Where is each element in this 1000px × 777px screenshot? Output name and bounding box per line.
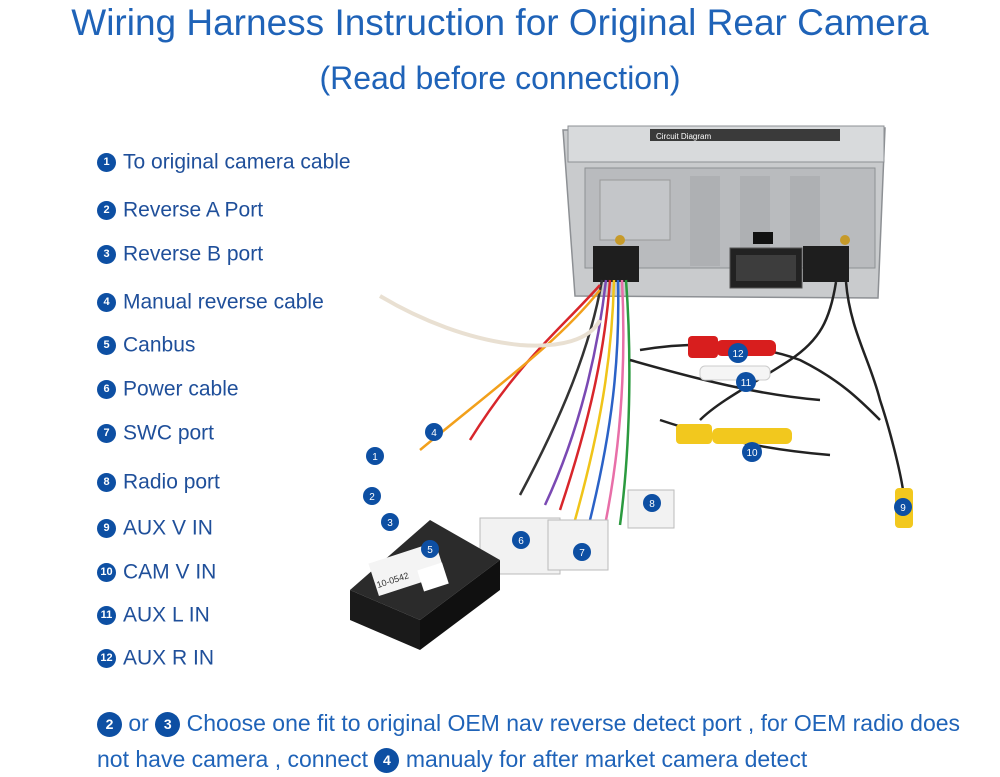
number-badge: 8: [97, 472, 116, 492]
canbus-box: 10-0542: [350, 520, 500, 650]
note-text: Choose one fit to original OEM nav rever…: [97, 710, 961, 772]
note-or: or: [128, 710, 149, 736]
number-badge: 3: [97, 244, 116, 264]
note-badge: 3: [155, 712, 181, 738]
marker-3: 3: [381, 513, 399, 531]
svg-text:8: 8: [649, 499, 655, 510]
marker-7: 7: [573, 543, 591, 561]
head-unit: Circuit Diagram: [562, 125, 886, 299]
legend-item: 4 Manual reverse cable: [97, 290, 324, 314]
svg-text:6: 6: [518, 536, 524, 547]
marker-5: 5: [421, 540, 439, 558]
number-badge: 4: [97, 292, 116, 312]
legend-label: Manual reverse cable: [123, 290, 324, 314]
legend-label: AUX L IN: [123, 603, 210, 627]
marker-11: 11: [736, 372, 756, 392]
legend-label: CAM V IN: [123, 560, 217, 584]
note-badge: 2: [97, 712, 122, 738]
marker-10: 10: [742, 442, 762, 462]
marker-12: 12: [728, 343, 748, 363]
legend-item: 12 AUX R IN: [97, 646, 214, 670]
legend-label: Reverse A Port: [123, 198, 264, 222]
number-badge: 12: [97, 648, 116, 668]
svg-text:11: 11: [741, 378, 752, 389]
page-subtitle: (Read before connection): [319, 60, 681, 96]
legend-item: 8 Radio port: [97, 470, 220, 494]
number-badge: 6: [97, 379, 116, 399]
marker-8: 8: [643, 494, 661, 512]
number-badge: 9: [97, 518, 116, 538]
legend-label: SWC port: [123, 421, 215, 445]
legend-label: Canbus: [123, 333, 196, 357]
page-title: Wiring Harness Instruction for Original …: [71, 2, 929, 43]
note-badge: 4: [374, 748, 400, 774]
legend-item: 10 CAM V IN: [97, 560, 216, 584]
svg-text:5: 5: [427, 545, 433, 556]
legend-item: 5 Canbus: [97, 333, 195, 357]
svg-text:1: 1: [372, 452, 378, 463]
legend-item: 1 To original camera cable: [97, 150, 351, 174]
legend-item: 11 AUX L IN: [97, 603, 210, 627]
legend-item: 2 Reverse A Port: [97, 198, 263, 222]
legend-label: Reverse B port: [123, 242, 264, 266]
marker-1: 1: [366, 447, 384, 465]
note-text: manualy for after market camera detect: [405, 746, 808, 772]
unit-label: Circuit Diagram: [656, 132, 711, 141]
instruction-note: 2 or 3 Choose one fit to original OEM na…: [97, 705, 987, 777]
svg-text:10: 10: [746, 448, 758, 459]
wiring-diagram: Circuit Diagram: [350, 125, 913, 650]
number-badge: 5: [97, 335, 116, 355]
marker-4: 4: [425, 423, 443, 441]
number-badge: 7: [97, 423, 116, 443]
svg-text:7: 7: [579, 548, 585, 559]
number-badge: 10: [97, 562, 116, 582]
legend-label: AUX V IN: [123, 516, 213, 540]
marker-9: 9: [894, 498, 912, 516]
legend-label: Radio port: [123, 470, 220, 494]
marker-6: 6: [512, 531, 530, 549]
marker-2: 2: [363, 487, 381, 505]
number-badge: 2: [97, 200, 116, 220]
legend-item: 7 SWC port: [97, 421, 214, 445]
legend-label: Power cable: [123, 377, 239, 401]
wire-bundle: [378, 279, 905, 526]
svg-text:9: 9: [900, 503, 906, 514]
svg-text:4: 4: [431, 428, 437, 439]
legend-label: To original camera cable: [123, 150, 351, 174]
legend-item: 6 Power cable: [97, 377, 239, 401]
number-badge: 1: [97, 152, 116, 172]
connectors: [479, 336, 913, 575]
number-badge: 11: [97, 605, 116, 625]
svg-text:12: 12: [732, 349, 744, 360]
legend-item: 9 AUX V IN: [97, 516, 213, 540]
number-markers: 1 2 3 4 5 6 7 8 9 10 11 12: [363, 343, 912, 561]
legend-label: AUX R IN: [123, 646, 215, 670]
svg-text:2: 2: [369, 492, 375, 503]
svg-text:3: 3: [387, 518, 393, 529]
legend-item: 3 Reverse B port: [97, 242, 263, 266]
